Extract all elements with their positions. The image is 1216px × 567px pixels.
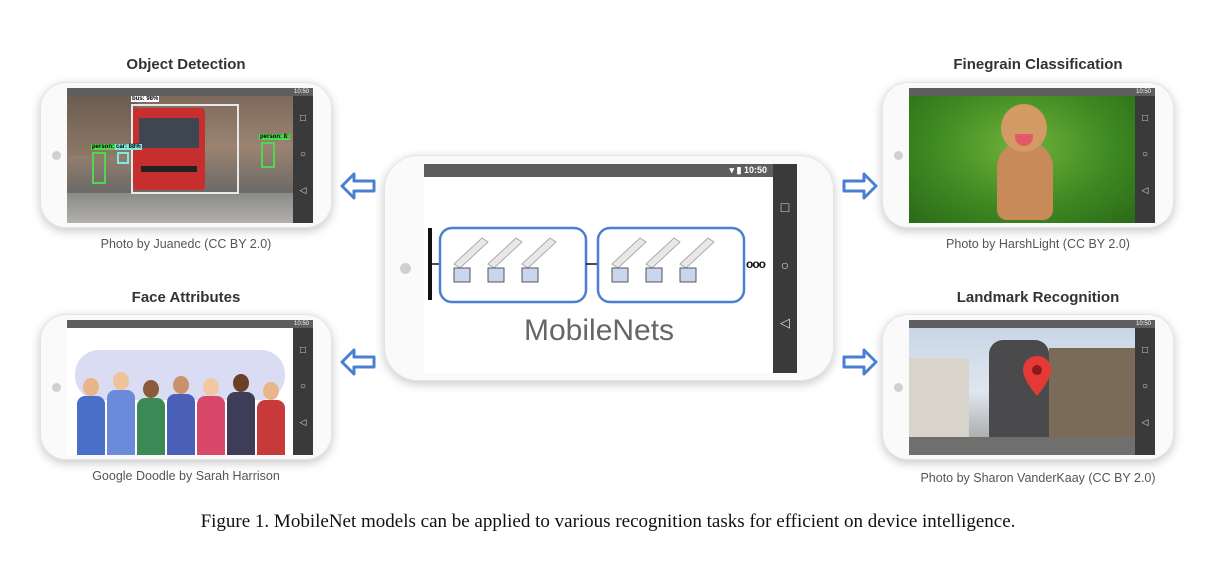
road-shape: [909, 437, 1135, 455]
camera-dot-icon: [52, 150, 61, 160]
phone-landmark: 10:50 □ ○ ◁: [882, 314, 1174, 460]
phone-mobilenets: ▾ ▮ 10:50 □ ○ ◁: [384, 155, 834, 381]
panel-title-finegrain: Finegrain Classification: [953, 56, 1123, 73]
arrow-left-icon: [340, 348, 376, 376]
building-right-shape: [1049, 348, 1135, 438]
doodle-person: [137, 380, 165, 455]
recents-icon: □: [1141, 345, 1149, 356]
nav-bar: □ ○ ◁: [1135, 328, 1155, 455]
street-photo: bus: 98% car: 88% person: person: 8:: [67, 96, 293, 223]
phone-screen: ▾ ▮ 10:50 □ ○ ◁: [424, 164, 797, 373]
arrow-right-icon: [842, 348, 878, 376]
figure-caption: Figure 1. MobileNet models can be applie…: [200, 511, 1016, 532]
bus-detection-label: bus: 98%: [131, 96, 160, 102]
photo-credit-finegrain: Photo by HarshLight (CC BY 2.0): [946, 237, 1130, 251]
photo-credit-object-detection: Photo by Juanedc (CC BY 2.0): [100, 237, 272, 251]
back-icon: ◁: [780, 315, 790, 330]
landmark-photo: [909, 328, 1135, 455]
phone-screen: 10:50: [67, 320, 313, 455]
back-icon: ◁: [299, 185, 307, 195]
status-bar: 10:50: [909, 88, 1155, 96]
doodle-person: [167, 376, 195, 455]
back-icon: ◁: [1141, 185, 1149, 195]
bus-detection-box: [131, 104, 239, 194]
mobilenets-label: MobileNets: [524, 314, 675, 347]
doodle-person: [227, 374, 255, 455]
recents-icon: □: [299, 113, 307, 124]
phone-screen: 10:50 □ ○ ◁: [909, 320, 1155, 455]
doodle-person: [77, 378, 105, 455]
conv-block-group: [611, 237, 715, 283]
nav-bar: □ ○ ◁: [773, 164, 797, 373]
back-icon: ◁: [1141, 417, 1149, 427]
status-bar: 10:50: [67, 88, 313, 96]
phone-object-detection: 10:50 bus: 98% car: 88% person: person: …: [40, 82, 332, 228]
phone-screen: 10:50 □ ○ ◁: [909, 88, 1155, 223]
doodle-person: [257, 382, 285, 455]
bus-shape: [133, 108, 205, 190]
photo-credit-face-attributes: Google Doodle by Sarah Harrison: [92, 469, 280, 483]
person-right-detection-label: person: 8:: [259, 134, 291, 140]
dog-head-shape: [1001, 104, 1047, 152]
camera-dot-icon: [400, 262, 411, 274]
network-diagram: [428, 226, 746, 304]
status-bar: ▾ ▮ 10:50: [424, 164, 797, 177]
doodle-illustration: [67, 328, 293, 455]
recents-icon: □: [1141, 113, 1149, 124]
phone-face-attributes: 10:50: [40, 314, 332, 460]
car-detection-box: [117, 152, 129, 164]
doodle-person: [197, 378, 225, 455]
back-icon: ◁: [299, 417, 307, 427]
phone-screen: 10:50 bus: 98% car: 88% person: person: …: [67, 88, 313, 223]
home-icon: ○: [299, 149, 307, 160]
camera-dot-icon: [52, 382, 61, 392]
recents-icon: □: [780, 199, 790, 215]
home-icon: ○: [299, 381, 307, 392]
dog-photo: [909, 96, 1135, 223]
nav-bar: □ ○ ◁: [293, 328, 313, 455]
doodle-person: [107, 372, 135, 455]
person-right-detection-box: [261, 142, 275, 168]
wifi-icon: ▾: [729, 165, 734, 175]
status-bar: 10:50: [67, 320, 313, 328]
status-time: 10:50: [1135, 321, 1151, 327]
phone-finegrain: 10:50 □ ○ ◁: [882, 82, 1174, 228]
status-time: 10:50: [743, 165, 767, 175]
recents-icon: □: [299, 345, 307, 356]
nav-bar: □ ○ ◁: [1135, 96, 1155, 223]
arrow-right-icon: [842, 172, 878, 200]
building-left-shape: [909, 358, 969, 438]
panel-title-face-attributes: Face Attributes: [131, 289, 241, 306]
ellipsis-label: ooo: [746, 257, 766, 271]
car-detection-label: car: 88%: [115, 144, 142, 150]
home-icon: ○: [1141, 381, 1149, 392]
home-icon: ○: [1141, 149, 1149, 160]
status-time: 10:50: [293, 89, 309, 95]
dog-body-shape: [997, 140, 1053, 220]
panel-title-landmark: Landmark Recognition: [956, 289, 1120, 306]
camera-dot-icon: [894, 382, 903, 392]
arrow-left-icon: [340, 172, 376, 200]
status-time: 10:50: [293, 321, 309, 327]
battery-icon: ▮: [736, 165, 742, 175]
road-shape: [67, 193, 293, 223]
camera-dot-icon: [894, 150, 903, 160]
person-left-detection-box: [92, 152, 106, 184]
home-icon: ○: [780, 257, 790, 273]
conv-block-group: [453, 237, 557, 283]
person-left-detection-label: person:: [91, 144, 116, 150]
map-pin-icon: [1023, 356, 1051, 396]
nav-bar: □ ○ ◁: [293, 96, 313, 223]
status-bar: 10:50: [909, 320, 1155, 328]
status-time: 10:50: [1135, 89, 1151, 95]
panel-title-object-detection: Object Detection: [126, 56, 246, 73]
photo-credit-landmark: Photo by Sharon VanderKaay (CC BY 2.0): [920, 471, 1156, 485]
